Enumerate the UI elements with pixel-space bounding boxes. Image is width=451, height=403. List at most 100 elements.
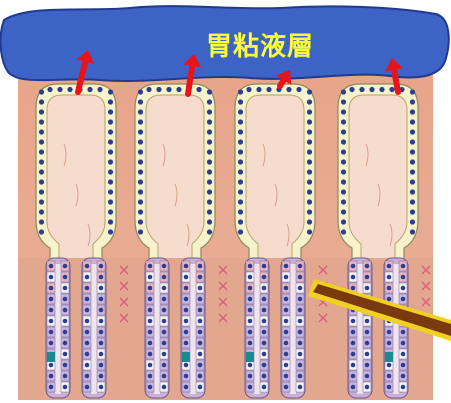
nucleus [207,139,212,144]
nucleus [410,179,415,184]
nucleus [248,297,253,302]
nucleus [284,385,289,390]
nucleus [108,109,113,114]
nucleus [410,129,415,134]
nucleus [108,99,113,104]
nucleus [148,297,153,302]
stem-cell [385,352,393,362]
nucleus [198,330,203,335]
nucleus [138,139,143,144]
nucleus [198,352,203,357]
nucleus [262,286,267,291]
gastric-gland [82,258,106,398]
nucleus [198,264,203,269]
nucleus [298,341,303,346]
nucleus [351,275,356,280]
nucleus [365,341,370,346]
nucleus [365,264,370,269]
nucleus [284,341,289,346]
nucleus [63,264,68,269]
nucleus [39,199,44,204]
nucleus [39,109,44,114]
nucleus [138,229,143,234]
nucleus [108,89,113,94]
nucleus [341,229,346,234]
nucleus [207,89,212,94]
nucleus [138,169,143,174]
nucleus [49,374,54,379]
nucleus [99,286,104,291]
nucleus [138,199,143,204]
nucleus [341,149,346,154]
nucleus [207,169,212,174]
nucleus [410,99,415,104]
nucleus [99,264,104,269]
nucleus [307,199,312,204]
nucleus [97,87,102,92]
nucleus [184,286,189,291]
nucleus [108,179,113,184]
nucleus [298,286,303,291]
nucleus [351,341,356,346]
nucleus [156,87,161,92]
nucleus [162,330,167,335]
nucleus [238,229,243,234]
nucleus [138,219,143,224]
gland-lumen [154,264,160,394]
gland-lumen [290,264,296,394]
nucleus [262,374,267,379]
nucleus [148,341,153,346]
nucleus [99,319,104,324]
nucleus [410,159,415,164]
nucleus [162,363,167,368]
nucleus [146,87,151,92]
nucleus [284,308,289,313]
nucleus [108,169,113,174]
nucleus [207,179,212,184]
nucleus [298,297,303,302]
nucleus [238,219,243,224]
nucleus [148,264,153,269]
nucleus [67,87,72,92]
nucleus [148,319,153,324]
nucleus [198,286,203,291]
nucleus [85,264,90,269]
nucleus [39,99,44,104]
nucleus [341,179,346,184]
nucleus [207,209,212,214]
gastric-gland [245,258,269,398]
nucleus [63,330,68,335]
nucleus [387,297,392,302]
nucleus [238,149,243,154]
nucleus [49,341,54,346]
nucleus [99,374,104,379]
nucleus [307,189,312,194]
nucleus [369,87,374,92]
nucleus [238,159,243,164]
gastric-gland [348,258,372,398]
nucleus [365,385,370,390]
nucleus [410,209,415,214]
nucleus [138,119,143,124]
nucleus [307,99,312,104]
nucleus [410,149,415,154]
nucleus [341,219,346,224]
nucleus [184,330,189,335]
nucleus [85,385,90,390]
nucleus [108,139,113,144]
nucleus [365,319,370,324]
nucleus [198,308,203,313]
nucleus [99,385,104,390]
nucleus [49,330,54,335]
nucleus [401,352,406,357]
nucleus [49,286,54,291]
nucleus [63,275,68,280]
gastric-pit [135,84,215,260]
nucleus [207,149,212,154]
nucleus [365,330,370,335]
nucleus [410,199,415,204]
nucleus [39,209,44,214]
nucleus [39,119,44,124]
nucleus [198,319,203,324]
pit-lumen [246,95,304,260]
